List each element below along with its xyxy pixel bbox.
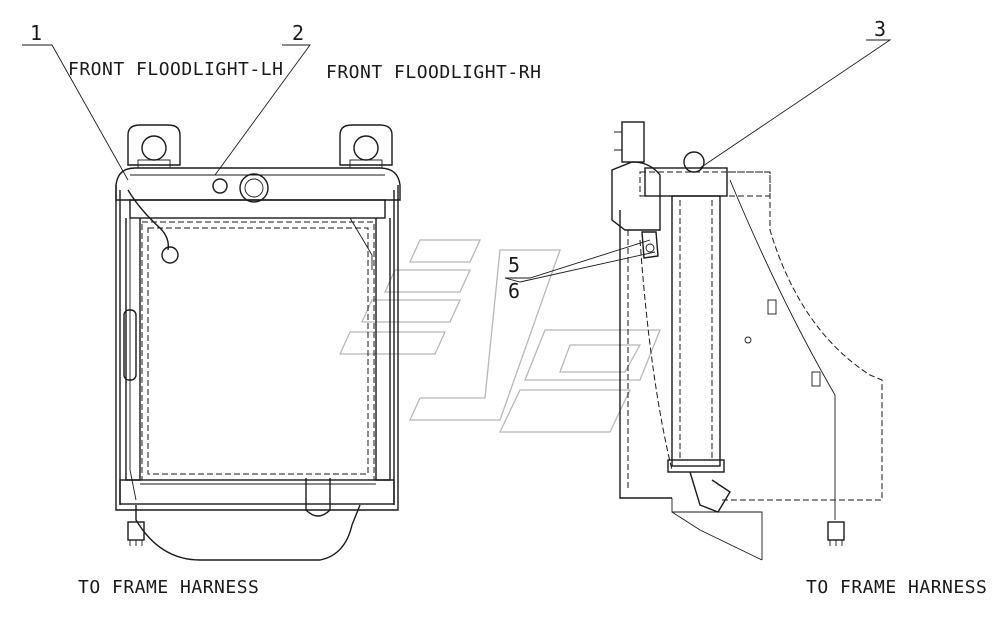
- label-to-frame-harness-right: TO FRAME HARNESS: [806, 577, 987, 598]
- callout-1: 1: [30, 21, 42, 45]
- callout-3: 3: [874, 17, 886, 41]
- callout-5: 5: [508, 253, 520, 277]
- callout-2: 2: [292, 21, 304, 45]
- label-to-frame-harness-left: TO FRAME HARNESS: [78, 577, 259, 598]
- watermark-logo: [338, 239, 661, 433]
- label-front-floodlight-lh: FRONT FLOODLIGHT-LH: [68, 59, 283, 80]
- front-view: [115, 124, 401, 561]
- callout-leaders: [22, 39, 892, 283]
- label-front-floodlight-rh: FRONT FLOODLIGHT-RH: [326, 62, 541, 83]
- side-view: [611, 121, 883, 561]
- callout-6: 6: [508, 279, 520, 303]
